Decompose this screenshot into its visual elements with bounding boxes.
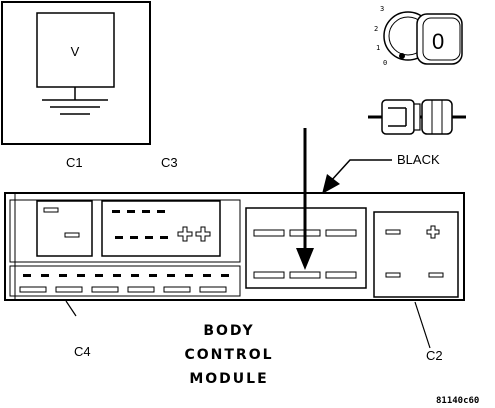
connector-c1 [36,200,93,257]
module-title-line1: BODY [203,323,254,339]
voltmeter-panel: V [1,1,151,145]
meter-frame [1,1,151,145]
c3-label: C3 [161,155,178,170]
module-title-line3: MODULE [189,371,268,387]
c4-label: C4 [74,344,91,359]
key-icon [416,13,463,65]
probe-arrow [296,128,314,270]
ignition-position-2: 2 [374,25,378,33]
connector-c3 [101,200,221,257]
black-wire-arrow [322,159,392,194]
ignition-position-0: 0 [383,59,387,67]
c4-leader-line [65,300,77,317]
c2-label: C2 [426,348,443,363]
connector-c2 [373,211,459,298]
figure-code: 81140c60 [436,396,479,406]
terminal-connector-icon [368,99,466,135]
voltmeter-symbol: V [71,44,80,59]
ignition-position-3: 3 [380,5,384,13]
module-housing [4,192,465,301]
ignition-position-1: 1 [376,44,380,52]
ignition-switch-icon: 3 2 1 0 0 [374,5,463,67]
connector-c4 [19,274,229,293]
black-wire-label: BLACK [397,152,440,167]
c2-leader-line [414,301,431,349]
c1-label: C1 [66,155,83,170]
body-control-module [4,192,465,301]
module-title-line2: CONTROL [184,347,273,363]
key-label: 0 [432,29,444,54]
